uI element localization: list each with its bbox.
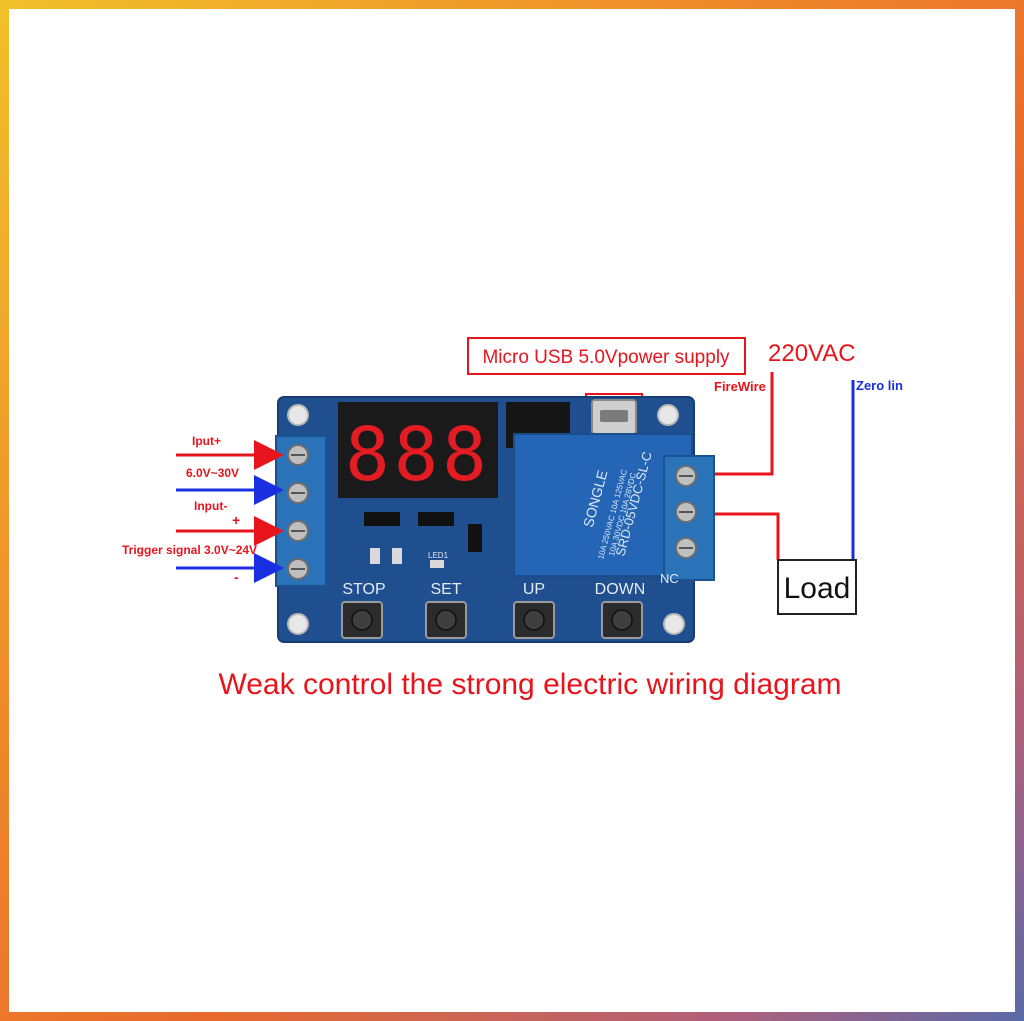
- diagram-caption: Weak control the strong electric wiring …: [218, 668, 841, 701]
- push-button-up: [513, 601, 555, 639]
- zero-line-label: Zero lin: [856, 378, 903, 393]
- push-button-stop: [341, 601, 383, 639]
- voltage-range-label: 6.0V~30V: [186, 466, 239, 480]
- seven-segment-display: [338, 402, 498, 498]
- mounting-holes: [287, 404, 685, 635]
- fire-wire-label: FireWire: [714, 379, 766, 394]
- up-label: UP: [523, 581, 545, 598]
- down-label: DOWN: [595, 581, 646, 598]
- set-label: SET: [430, 581, 461, 598]
- input-terminal-screws: [287, 444, 309, 580]
- load-box: [777, 559, 857, 615]
- push-button-down: [601, 601, 643, 639]
- input-plus-label: Iput+: [192, 434, 221, 448]
- smd-components: [364, 512, 482, 568]
- trigger-plus-sign: +: [232, 512, 240, 528]
- input-minus-label: Input-: [194, 499, 227, 513]
- power-supply-box: [467, 337, 746, 375]
- fire-wire-line: [712, 372, 774, 476]
- load-wire-line: [712, 512, 780, 560]
- display-digits: 888: [345, 412, 491, 498]
- power-supply-label: Micro USB 5.0Vpower supply: [482, 347, 730, 368]
- load-label: Load: [784, 572, 851, 605]
- ac-voltage-label: 220VAC: [768, 340, 856, 367]
- stop-label: STOP: [342, 581, 385, 598]
- push-button-set: [425, 601, 467, 639]
- nc-label: NC: [660, 571, 679, 586]
- relay-terminal-screws: [675, 465, 697, 559]
- trigger-signal-label: Trigger signal 3.0V~24V: [122, 543, 257, 557]
- trigger-minus-sign: -: [234, 569, 239, 585]
- led-label: LED1: [428, 551, 449, 560]
- relay: [513, 433, 693, 577]
